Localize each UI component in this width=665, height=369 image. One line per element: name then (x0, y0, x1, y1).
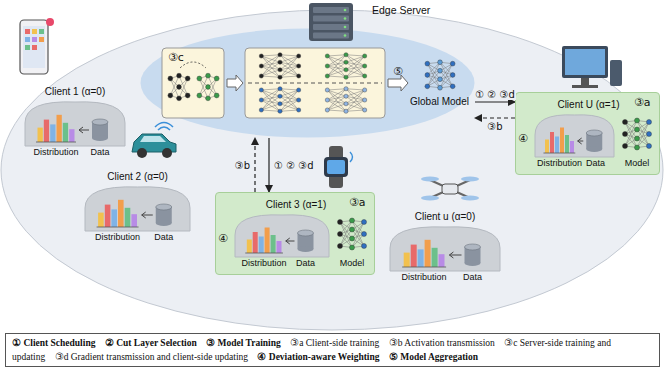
callout-number: ④ (518, 132, 528, 145)
client-panel: Client 2 (α=0) Distribution Data (85, 170, 190, 245)
distribution-panel (235, 213, 329, 257)
phone-icon (20, 18, 54, 74)
client-model-icon (333, 216, 371, 252)
global-model-icon (421, 58, 459, 92)
distribution-panel (535, 113, 614, 157)
panel-label: Distribution (33, 147, 78, 157)
client-name: Client 2 (α=0) (107, 171, 168, 182)
panel-label: Data (296, 258, 315, 268)
client-panel: Client u (α=0) Distribution Data (390, 210, 500, 285)
client-panel: Client 1 (α=0) Distribution Data (25, 85, 125, 160)
computer-icon (562, 46, 622, 88)
panel-label: Model (340, 258, 365, 268)
drone-icon (421, 177, 479, 201)
edge-label: ① ② ③d (474, 89, 516, 100)
node-title: Global Model (410, 96, 469, 107)
panel-label: Distribution (95, 232, 140, 242)
network-area (1, 10, 663, 330)
global-model: Global Model (408, 56, 471, 110)
callout-number: ③a (349, 196, 366, 209)
panel-label: Data (154, 232, 173, 242)
callout-number: ③a (634, 96, 651, 109)
connector (475, 117, 515, 118)
legend-item: ③b Activation transmission (389, 338, 495, 348)
legend-item: ④ Deviation-aware Weighting (257, 352, 379, 362)
client-name: Client u (α=0) (415, 211, 476, 222)
panel-label: Distribution (242, 258, 287, 268)
panel-label: Distribution (402, 272, 447, 282)
watch-icon (324, 146, 353, 188)
panel-label: Data (90, 147, 109, 157)
legend-item: ① Client Scheduling (12, 338, 95, 348)
edge-label: ③b (486, 121, 503, 132)
legend-item: ③a Client-side training (290, 338, 379, 348)
panel-label: Data (586, 158, 605, 168)
legend-box: ① Client Scheduling ② Cut Layer Selectio… (5, 333, 660, 367)
edge-label: ③b (234, 160, 251, 171)
callout-number: ⑤ (393, 65, 403, 78)
server-region: Edge ServerGlobal Model (140, 28, 475, 138)
connector (475, 101, 515, 102)
client-model-icon (618, 116, 656, 152)
callout-number: ③c (168, 51, 184, 64)
connector (268, 138, 269, 192)
client-name: Client U (α=1) (557, 99, 619, 110)
node-title: Edge Server (372, 4, 430, 16)
edge-label: ① ② ③d (273, 160, 315, 171)
legend-item: ③d Gradient transmission and client-side… (55, 352, 248, 362)
distribution-panel (390, 225, 500, 271)
legend-item: ③ Model Training (206, 338, 281, 348)
server-region-shape (140, 28, 475, 138)
server-icon (305, 1, 357, 43)
client-name: Client 1 (α=0) (45, 86, 106, 97)
distribution-panel (85, 185, 190, 231)
distribution-panel (25, 100, 125, 146)
panel-label: Distribution (537, 158, 582, 168)
panel-label: Data (463, 272, 482, 282)
connector (254, 138, 255, 192)
client-name: Client 3 (α=1) (266, 199, 327, 210)
legend-item: ② Cut Layer Selection (105, 338, 197, 348)
panel-label: Model (625, 158, 650, 168)
legend-item: ⑤ Model Aggregation (389, 352, 478, 362)
callout-number: ④ (218, 232, 228, 245)
car-icon (132, 123, 176, 159)
